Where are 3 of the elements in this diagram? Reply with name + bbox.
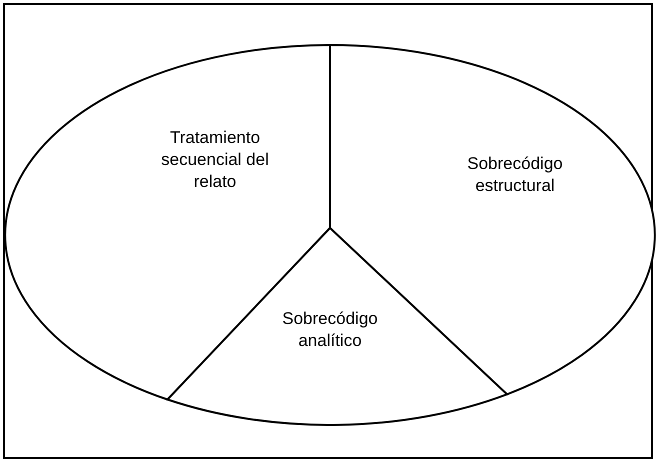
sector-text: Tratamiento secuencial del relato	[160, 127, 270, 193]
sector-text: Sobrecódigo estructural	[466, 153, 564, 197]
sector-text: Sobrecódigo analítico	[281, 308, 379, 352]
